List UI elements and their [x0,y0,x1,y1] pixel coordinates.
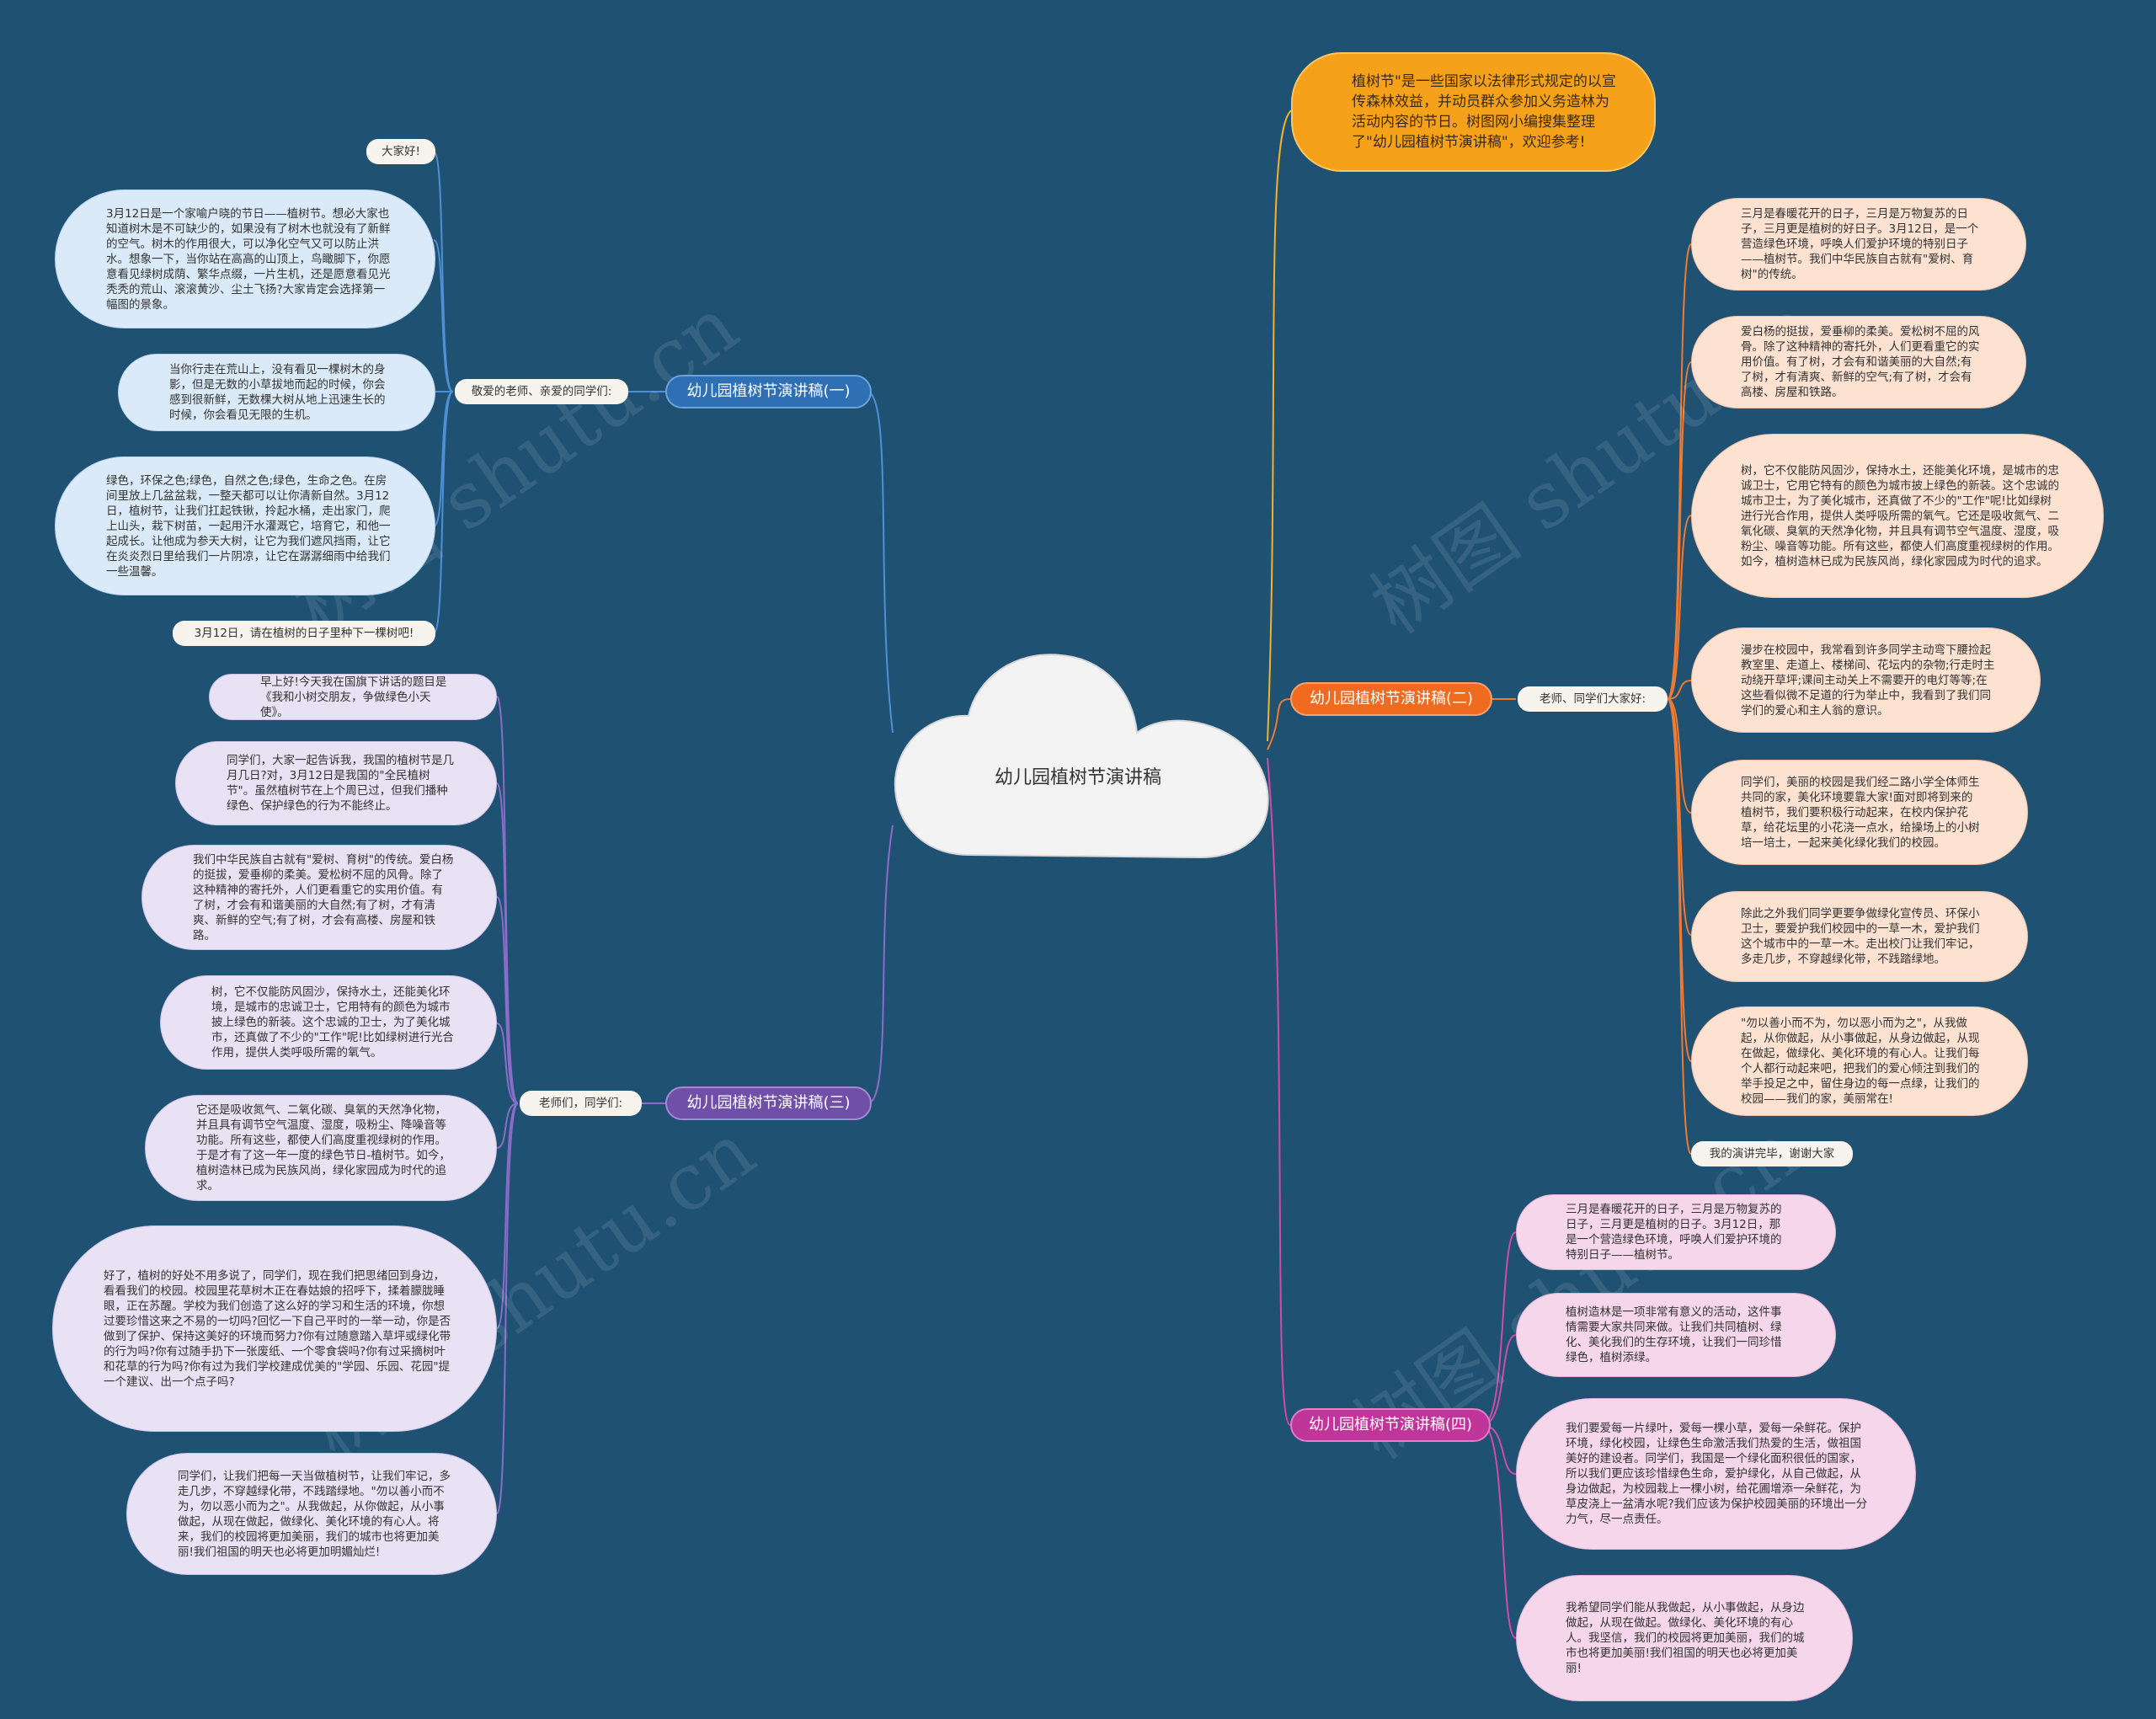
link-center-branch1 [867,391,894,734]
b3-leaf-7[interactable]: 同学们，让我们把每一天当做植树节，让我们牢记，多走几步，不穿越绿化带，不践踏绿地… [126,1453,497,1575]
branch-1-sub[interactable]: 敬爱的老师、亲爱的同学们: [455,379,628,404]
b2-leaf-1[interactable]: 三月是春暖花开的日子，三月是万物复苏的日子，三月更是植树的好日子。3月12日，是… [1691,198,2026,291]
branch-3-sub[interactable]: 老师们，同学们: [520,1091,642,1116]
b2-leaf-8[interactable]: 我的演讲完毕，谢谢大家 [1691,1141,1853,1166]
b1-leaf-2[interactable]: 3月12日是一个家喻户晓的节日——植树节。想必大家也知道树木是不可缺少的，如果没… [55,190,435,328]
branch-2-sub[interactable]: 老师、同学们大家好: [1518,686,1668,712]
b4-leaf-1[interactable]: 三月是春暖花开的日子，三月是万物复苏的日子，三月更是植树的日子。3月12日，那是… [1516,1194,1836,1270]
b1-leaf-5[interactable]: 3月12日，请在植树的日子里种下一棵树吧! [173,621,435,646]
b1-leaf-1[interactable]: 大家好! [366,139,435,164]
b2-leaf-2[interactable]: 爱白杨的挺拔，爱垂柳的柔美。爱松树不屈的风骨。除了这种精神的寄托外，人们更看重它… [1691,316,2026,408]
b3-leaf-3[interactable]: 我们中华民族自古就有"爱树、育树"的传统。爱白杨的挺拔，爱垂柳的柔美。爱松树不屈… [141,845,497,950]
branch-2-title: 幼儿园植树节演讲稿(二) [1309,690,1474,707]
b3-leaf-5[interactable]: 它还是吸收氮气、二氧化碳、臭氧的天然净化物，并且具有调节空气温度、湿度，吸粉尘、… [145,1095,497,1201]
link-center-intro [1267,109,1294,742]
b4-leaf-4[interactable]: 我希望同学们能从我做起，从小事做起，从身边做起，从现在做起。做绿化、美化环境的有… [1516,1575,1853,1701]
intro-node[interactable]: 植树节"是一些国家以法律形式规定的以宣传森林效益，并动员群众参加义务造林为活动内… [1291,52,1656,172]
b2-leaf-6[interactable]: 除此之外我们同学更要争做绿化宣传员、环保小卫士，要爱护我们校园中的一草一木，爱护… [1691,891,2028,982]
b1-leaf-4[interactable]: 绿色，环保之色;绿色，自然之色;绿色，生命之色。在房间里放上几盆盆栽，一整天都可… [55,456,435,595]
b1-leaf-3[interactable]: 当你行走在荒山上，没有看见一棵树木的身影，但是无数的小草拔地而起的时候，你会感到… [118,354,435,431]
branch-3-title: 幼儿园植树节演讲稿(三) [686,1094,851,1112]
b3-leaf-6[interactable]: 好了，植树的好处不用多说了，同学们，现在我们把思绪回到身边，看看我们的校园。校园… [52,1225,497,1432]
branch-1[interactable]: 幼儿园植树节演讲稿(一) [665,375,872,408]
b2-leaf-5[interactable]: 同学们，美丽的校园是我们经二路小学全体师生共同的家，美化环境要靠大家!面对即将到… [1691,760,2028,865]
b3-leaf-1[interactable]: 早上好!今天我在国旗下讲话的题目是《我和小树交朋友，争做绿色小天使》。 [209,674,497,720]
intro-text: 植树节"是一些国家以法律形式规定的以宣传森林效益，并动员群众参加义务造林为活动内… [1352,73,1616,151]
link-center-branch2 [1267,698,1291,750]
b4-leaf-3[interactable]: 我们要爱每一片绿叶，爱每一棵小草，爱每一朵鲜花。保护环境，绿化校园，让绿色生命激… [1516,1398,1916,1550]
branch-2[interactable]: 幼儿园植树节演讲稿(二) [1290,682,1492,716]
branch-3[interactable]: 幼儿园植树节演讲稿(三) [665,1086,872,1120]
center-topic[interactable]: 幼儿园植树节演讲稿 [994,767,1161,788]
branch-1-title: 幼儿园植树节演讲稿(一) [686,382,851,400]
b3-leaf-4[interactable]: 树，它不仅能防风固沙，保持水土，还能美化环境，是城市的忠诚卫士，它用特有的颜色为… [160,975,497,1070]
branch-4[interactable]: 幼儿园植树节演讲稿(四) [1290,1408,1491,1442]
b2-leaf-4[interactable]: 漫步在校园中，我常看到许多同学主动弯下腰捡起教室里、走道上、楼梯间、花坛内的杂物… [1691,627,2041,733]
branch-4-title: 幼儿园植树节演讲稿(四) [1308,1416,1473,1433]
center-cloud-shape [894,654,1269,859]
link-center-branch3 [867,825,894,1104]
b2-leaf-3[interactable]: 树，它不仅能防风固沙，保持水土，还能美化环境，是城市的忠诚卫士，它用它特有的颜色… [1691,434,2104,598]
b4-leaf-2[interactable]: 植树造林是一项非常有意义的活动，这件事情需要大家共同来做。让我们共同植树、绿化、… [1516,1293,1836,1377]
b3-leaf-2[interactable]: 同学们，大家一起告诉我，我国的植树节是几月几日?对，3月12日是我国的"全民植树… [175,741,497,825]
b2-leaf-7[interactable]: "勿以善小而不为，勿以恶小而为之"，从我做起，从你做起，从小事做起，从身边做起，… [1691,1006,2028,1116]
link-center-branch4 [1267,757,1291,1426]
